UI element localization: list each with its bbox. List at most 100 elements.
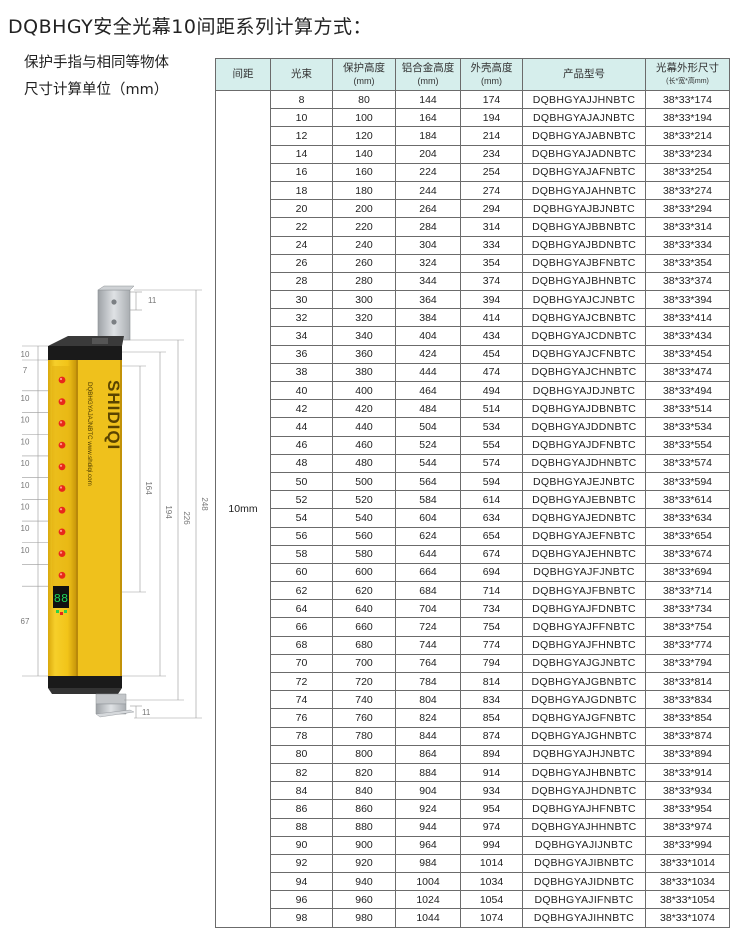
- cell-model: DQBHGYAJEFNBTC: [522, 526, 646, 546]
- cell-protect: 440: [332, 417, 396, 437]
- cell-protect: 740: [332, 690, 396, 710]
- cell-dims: 38*33*834: [645, 690, 730, 710]
- cell-beams: 34: [270, 326, 333, 346]
- cell-model: DQBHGYAJDDNBTC: [522, 417, 646, 437]
- cell-dims: 38*33*494: [645, 380, 730, 401]
- cell-model: DQBHGYAJAHNBTC: [522, 180, 646, 201]
- cell-alloy: 1024: [395, 890, 461, 910]
- led-highlight: [59, 508, 63, 511]
- cell-alloy: 144: [395, 89, 461, 110]
- cell-protect: 180: [332, 180, 396, 201]
- cell-dims: 38*33*174: [645, 89, 730, 110]
- cell-alloy: 304: [395, 235, 461, 255]
- cell-dims: 38*33*774: [645, 635, 730, 655]
- cell-dims: 38*33*254: [645, 162, 730, 182]
- cell-beams: 60: [270, 562, 333, 583]
- cell-dims: 38*33*194: [645, 108, 730, 128]
- led-highlight: [59, 399, 63, 402]
- cell-model: DQBHGYAJGDNBTC: [522, 690, 646, 710]
- cell-beams: 86: [270, 799, 333, 819]
- cell-beams: 96: [270, 890, 333, 910]
- cell-protect: 340: [332, 326, 396, 346]
- cell-model: DQBHGYAJHBNBTC: [522, 762, 646, 783]
- cell-protect: 480: [332, 453, 396, 473]
- cell-protect: 500: [332, 471, 396, 492]
- cell-dims: 38*33*694: [645, 562, 730, 583]
- cell-dims: 38*33*394: [645, 290, 730, 310]
- cell-shell: 514: [460, 399, 523, 419]
- cell-protect: 540: [332, 508, 396, 528]
- cell-model: DQBHGYAJDJNBTC: [522, 380, 646, 401]
- dim-left-second: 7: [23, 366, 28, 375]
- cell-dims: 38*33*214: [645, 126, 730, 146]
- led-highlight: [59, 421, 63, 424]
- cell-beams: 24: [270, 235, 333, 255]
- display-digits: 88: [54, 592, 68, 606]
- cell-model: DQBHGYAJAJNBTC: [522, 108, 646, 128]
- col-dims: 光幕外形尺寸(长*宽*高mm): [645, 58, 730, 91]
- cell-alloy: 264: [395, 199, 461, 219]
- cell-shell: 494: [460, 380, 523, 401]
- cell-beams: 72: [270, 671, 333, 692]
- cell-beams: 50: [270, 471, 333, 492]
- cell-protect: 240: [332, 235, 396, 255]
- dim-left-pitch: 10: [21, 459, 30, 468]
- cell-shell: 334: [460, 235, 523, 255]
- led-dot: [58, 550, 66, 557]
- cell-shell: 294: [460, 199, 523, 219]
- cell-protect: 260: [332, 253, 396, 273]
- cell-beams: 54: [270, 508, 333, 528]
- cell-model: DQBHGYAJCDNBTC: [522, 326, 646, 346]
- cell-alloy: 904: [395, 781, 461, 801]
- cell-model: DQBHGYAJBJNBTC: [522, 199, 646, 219]
- cell-shell: 954: [460, 799, 523, 819]
- cell-alloy: 204: [395, 144, 461, 164]
- col-protect-height: 保护高度(mm): [332, 58, 396, 91]
- cell-shell: 414: [460, 308, 523, 328]
- cell-beams: 52: [270, 490, 333, 510]
- cell-dims: 38*33*734: [645, 599, 730, 619]
- cell-model: DQBHGYAJABNBTC: [522, 126, 646, 146]
- cell-dims: 38*33*354: [645, 253, 730, 273]
- cell-dims: 38*33*574: [645, 453, 730, 473]
- cell-dims: 38*33*614: [645, 490, 730, 510]
- cell-shell: 394: [460, 290, 523, 310]
- cell-protect: 220: [332, 217, 396, 237]
- cell-alloy: 244: [395, 180, 461, 201]
- cell-protect: 640: [332, 599, 396, 619]
- cell-beams: 16: [270, 162, 333, 182]
- cell-beams: 78: [270, 726, 333, 746]
- cell-shell: 654: [460, 526, 523, 546]
- brand-print: SHIDIQI DQBHGYAJAJNBTC www.shdiqi.com: [86, 380, 123, 486]
- cell-beams: 36: [270, 344, 333, 364]
- cell-dims: 38*33*654: [645, 526, 730, 546]
- cell-protect: 140: [332, 144, 396, 164]
- top-end-cap: [48, 336, 124, 360]
- cell-shell: 774: [460, 635, 523, 655]
- dim-left-first: 10: [21, 350, 30, 359]
- cell-model: DQBHGYAJCHNBTC: [522, 362, 646, 383]
- cell-protect: 900: [332, 835, 396, 855]
- left-pitch-ticks: [22, 390, 48, 587]
- cell-shell: 554: [460, 435, 523, 455]
- cell-model: DQBHGYAJHJNBTC: [522, 744, 646, 764]
- cell-protect: 620: [332, 581, 396, 601]
- cell-protect: 840: [332, 781, 396, 801]
- cell-model: DQBHGYAJFJNBTC: [522, 562, 646, 583]
- cell-model: DQBHGYAJEBNBTC: [522, 490, 646, 510]
- cell-protect: 400: [332, 380, 396, 401]
- cell-shell: 214: [460, 126, 523, 146]
- dim-left-pitch: 10: [21, 503, 30, 512]
- cell-alloy: 364: [395, 290, 461, 310]
